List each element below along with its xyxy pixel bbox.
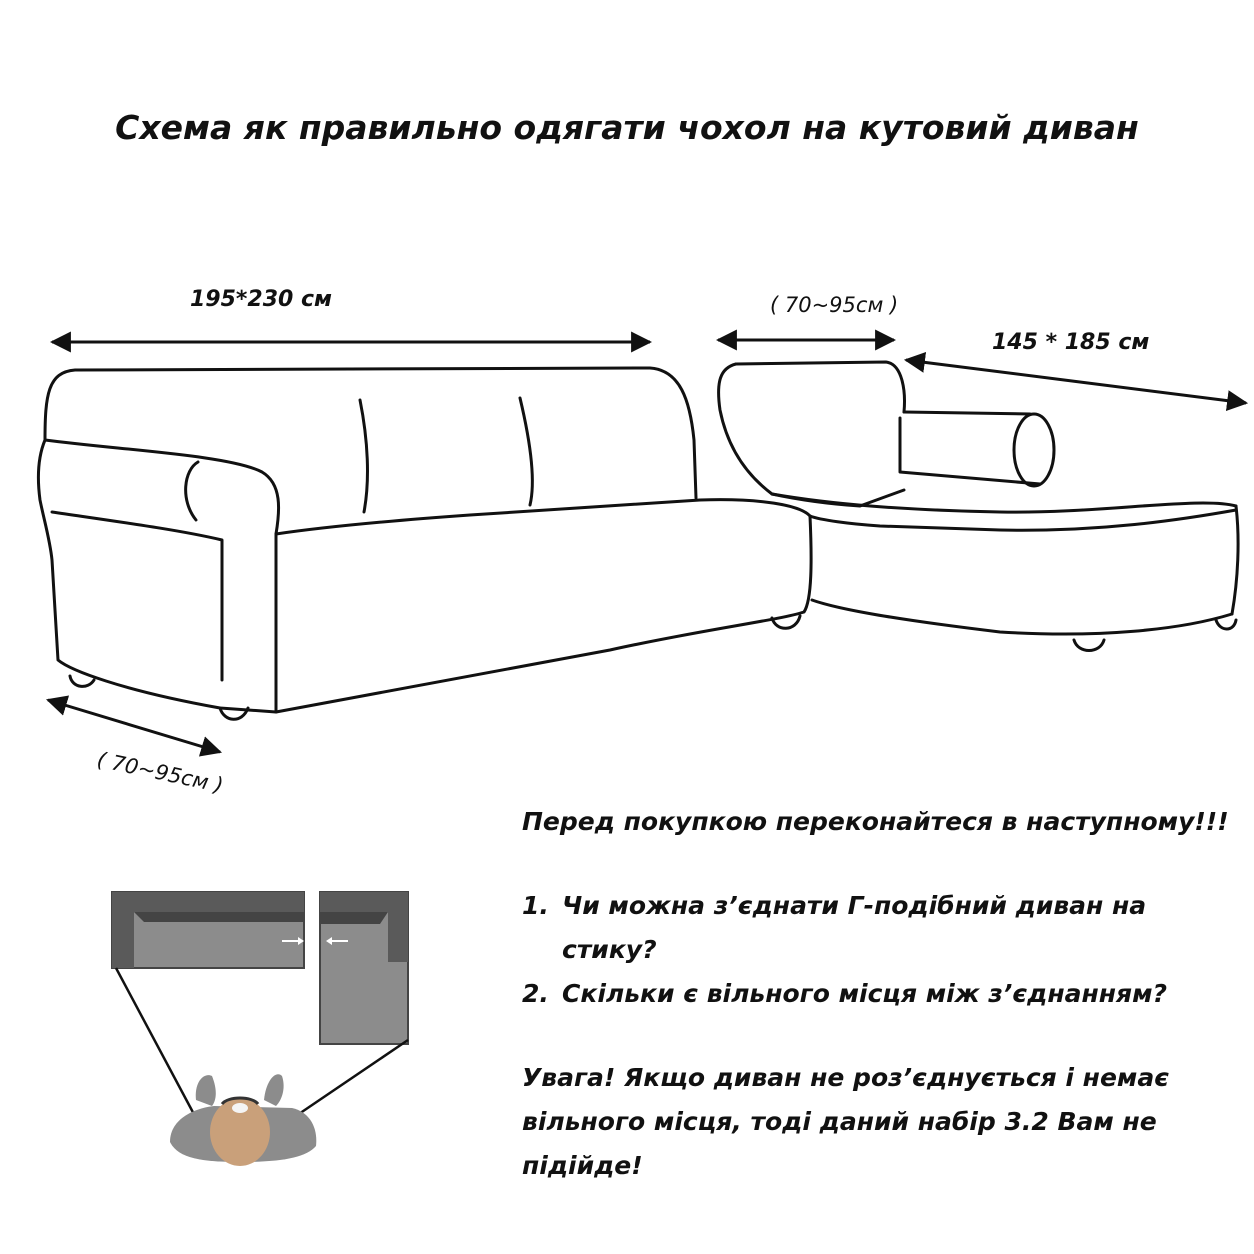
spacer	[522, 844, 1242, 884]
chaise-width-label: ( 70~95см )	[770, 293, 898, 317]
chaise-drawing	[717, 360, 1240, 652]
sofa-depth-arrow	[45, 695, 223, 757]
chaise-length-arrow	[903, 351, 1249, 412]
list-item-text: Чи можна з’єднати Г-подібний диван на ст…	[562, 891, 1147, 964]
diagram-title: Схема як правильно одягати чохол на куто…	[115, 108, 1139, 147]
list-item: 1. Чи можна з’єднати Г-подібний диван на…	[522, 884, 1242, 972]
notes-heading: Перед покупкою переконайтеся в наступном…	[522, 807, 1229, 836]
notes-block: Перед покупкою переконайтеся в наступном…	[522, 800, 1242, 1188]
list-item-number: 1.	[522, 891, 549, 920]
sofa-drawing	[36, 366, 813, 721]
person-top-view-icon	[170, 1074, 317, 1166]
arrow-right-icon	[282, 937, 304, 945]
arrow-left-icon	[326, 937, 348, 945]
top-view-diagram	[111, 891, 409, 1166]
list-item: 2. Скільки є вільного місця між з’єднанн…	[522, 972, 1242, 1016]
warning-text: Увага! Якщо диван не роз’єднується і нем…	[522, 1063, 1170, 1180]
chaise-length-label: 145 * 185 см	[992, 330, 1149, 355]
list-item-text: Скільки є вільного місця між з’єднанням?	[562, 979, 1168, 1008]
sofa-length-label: 195*230 см	[190, 287, 332, 312]
sofa-depth-label: ( 70~95см )	[95, 747, 225, 797]
list-item-number: 2.	[522, 979, 549, 1008]
spacer	[522, 1016, 1242, 1056]
